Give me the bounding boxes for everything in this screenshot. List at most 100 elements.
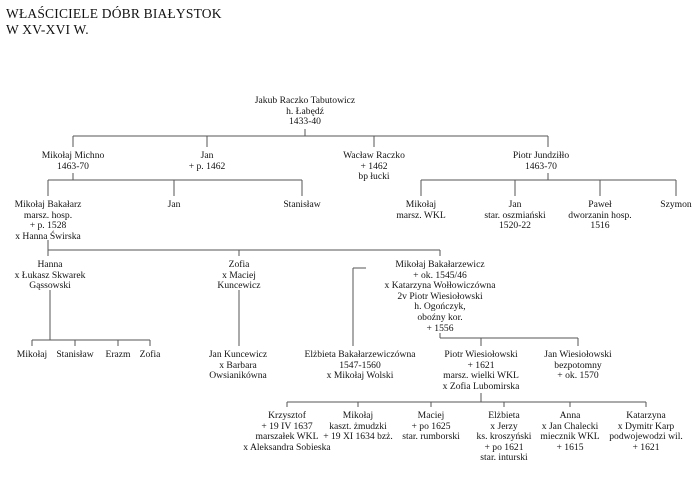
person-line: + ok. 1545/46 <box>413 269 467 281</box>
person-line: 2v Piotr Wiesiołowski <box>397 290 483 302</box>
person-line: 1433-40 <box>289 116 321 128</box>
person-line: + 1621 <box>467 359 495 371</box>
person-line: x Maciej <box>222 269 256 281</box>
person-line: + 1462 <box>360 160 388 172</box>
person-line: marsz. wielki WKL <box>443 370 519 382</box>
person-line: Piotr Jundziłło <box>512 150 570 161</box>
person-line: star. oszmiański <box>484 209 546 221</box>
person-line: Kuncewicz <box>217 280 261 292</box>
title-line-2: W XV-XVI W. <box>6 22 89 37</box>
person-line: + 1615 <box>556 441 584 453</box>
person-line: marsz. hosp. <box>23 209 73 221</box>
person-line: Wacław Raczko <box>343 150 405 161</box>
person-jan-2: Jan <box>167 199 181 211</box>
person-line: Jan <box>508 199 522 210</box>
person-line: Elżbieta <box>488 410 520 421</box>
person-line: + po 1621 <box>484 441 524 453</box>
diagram-title: WŁAŚCICIELE DÓBR BIAŁYSTOK W XV-XVI W. <box>6 6 222 38</box>
person-line: + 1556 <box>426 322 454 334</box>
person-erazm: Erazm <box>105 349 131 361</box>
person-line: Maciej <box>417 410 445 421</box>
person-line: Jakub Raczko Tabutowicz <box>254 95 356 106</box>
person-line: Krzysztof <box>268 410 306 421</box>
person-line: + 19 IV 1637 <box>261 420 313 432</box>
person-line: Mikołaj <box>16 349 48 360</box>
person-line: Jan <box>167 199 181 210</box>
person-line: + 1621 <box>632 441 660 453</box>
person-line: + p. 1528 <box>29 220 67 232</box>
person-line: 1463-70 <box>57 160 89 172</box>
person-line: Piotr Wiesiołowski <box>444 349 518 360</box>
person-line: Stanisław <box>283 199 321 210</box>
person-jan-1: Jan+ p. 1462 <box>189 150 226 172</box>
person-line: + ok. 1570 <box>557 370 599 382</box>
person-line: Hanna <box>37 259 63 270</box>
person-line: Stanisław <box>56 349 94 360</box>
person-line: Szymon <box>660 199 692 210</box>
person-line: marsz. WKL <box>396 209 446 221</box>
person-line: Jan Kuncewicz <box>208 349 268 360</box>
person-line: Mikołaj <box>342 410 374 421</box>
person-line: x Dymitr Karp <box>617 420 675 432</box>
title-line-1: WŁAŚCICIELE DÓBR BIAŁYSTOK <box>6 6 222 21</box>
person-line: + 19 XI 1634 bzż. <box>323 431 393 443</box>
person-line: h. Ogończyk, <box>414 301 466 313</box>
person-zofia-2: Zofia <box>139 349 161 361</box>
person-line: x Mikołaj Wolski <box>326 370 394 382</box>
person-line: x Łukasz Skwarek <box>14 269 86 281</box>
person-line: Mikołaj Michno <box>41 150 105 161</box>
person-line: podwojewodzi wil. <box>609 431 683 443</box>
person-line: Mikołaj <box>405 199 437 210</box>
person-line: x Barbara <box>219 359 257 371</box>
person-stanislaw-1: Stanisław <box>283 199 321 211</box>
person-line: x Aleksandra Sobieska <box>243 441 331 453</box>
person-line: Erazm <box>105 349 131 360</box>
person-line: Mikołaj Bakałarz <box>14 199 82 210</box>
person-line: + po 1625 <box>411 420 451 432</box>
person-line: Katarzyna <box>626 410 666 421</box>
person-line: x Zofia Lubomirska <box>442 380 520 392</box>
person-line: x Jan Chalecki <box>541 420 599 432</box>
person-line: oboźny kor. <box>417 311 463 323</box>
person-mikolaj-3: Mikołaj <box>16 349 48 361</box>
person-line: Mikołaj Bakałarzewicz <box>395 259 485 270</box>
person-line: dworzanin hosp. <box>568 209 632 221</box>
person-line: Jan Wiesiołowski <box>544 349 612 360</box>
person-line: bp łucki <box>358 171 390 183</box>
person-line: miecznik WKL <box>540 431 600 443</box>
person-line: bezpotomny <box>554 359 602 371</box>
person-line: star. inturski <box>480 452 528 464</box>
person-szymon: Szymon <box>660 199 692 211</box>
person-line: Paweł <box>588 199 612 210</box>
person-line: Zofia <box>139 349 161 360</box>
person-line: kaszt. żmudzki <box>329 420 387 432</box>
person-line: h. Łabędź <box>286 105 324 117</box>
person-line: Jan <box>200 150 214 161</box>
person-line: Elżbieta Bakałarzewiczówna <box>304 349 416 360</box>
person-line: Gąssowski <box>29 280 71 292</box>
person-line: 1463-70 <box>525 160 557 172</box>
person-line: Owsianikówna <box>209 370 267 382</box>
person-stanislaw-2: Stanisław <box>56 349 94 361</box>
person-line: 1520-22 <box>499 220 531 232</box>
person-line: x Jerzy <box>490 420 518 432</box>
person-line: ks. kroszyński <box>476 431 532 443</box>
person-line: x Katarzyna Wołłowiczówna <box>384 280 496 292</box>
